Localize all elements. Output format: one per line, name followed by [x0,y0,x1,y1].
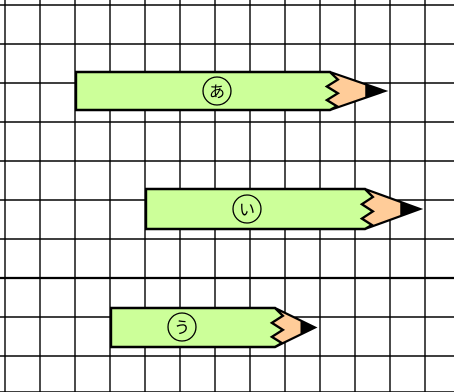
pencil-body [144,187,376,231]
pencil-i: い [144,187,424,231]
pencil-body [109,306,286,349]
pencil-lead [400,201,422,217]
pencil-label-circle [167,312,197,342]
pencil-label: う [174,318,190,337]
pencil-u: う [109,306,318,349]
pencils: あいう [74,70,424,349]
pencil-label-circle [202,76,232,106]
pencil-lead [365,83,387,99]
pencil-label-circle [232,194,262,224]
pencil-label: い [239,200,255,219]
pencil-lead [300,319,317,336]
pencil-a: あ [74,70,389,112]
pencil-body [74,70,341,112]
pencil-label: あ [209,82,225,101]
